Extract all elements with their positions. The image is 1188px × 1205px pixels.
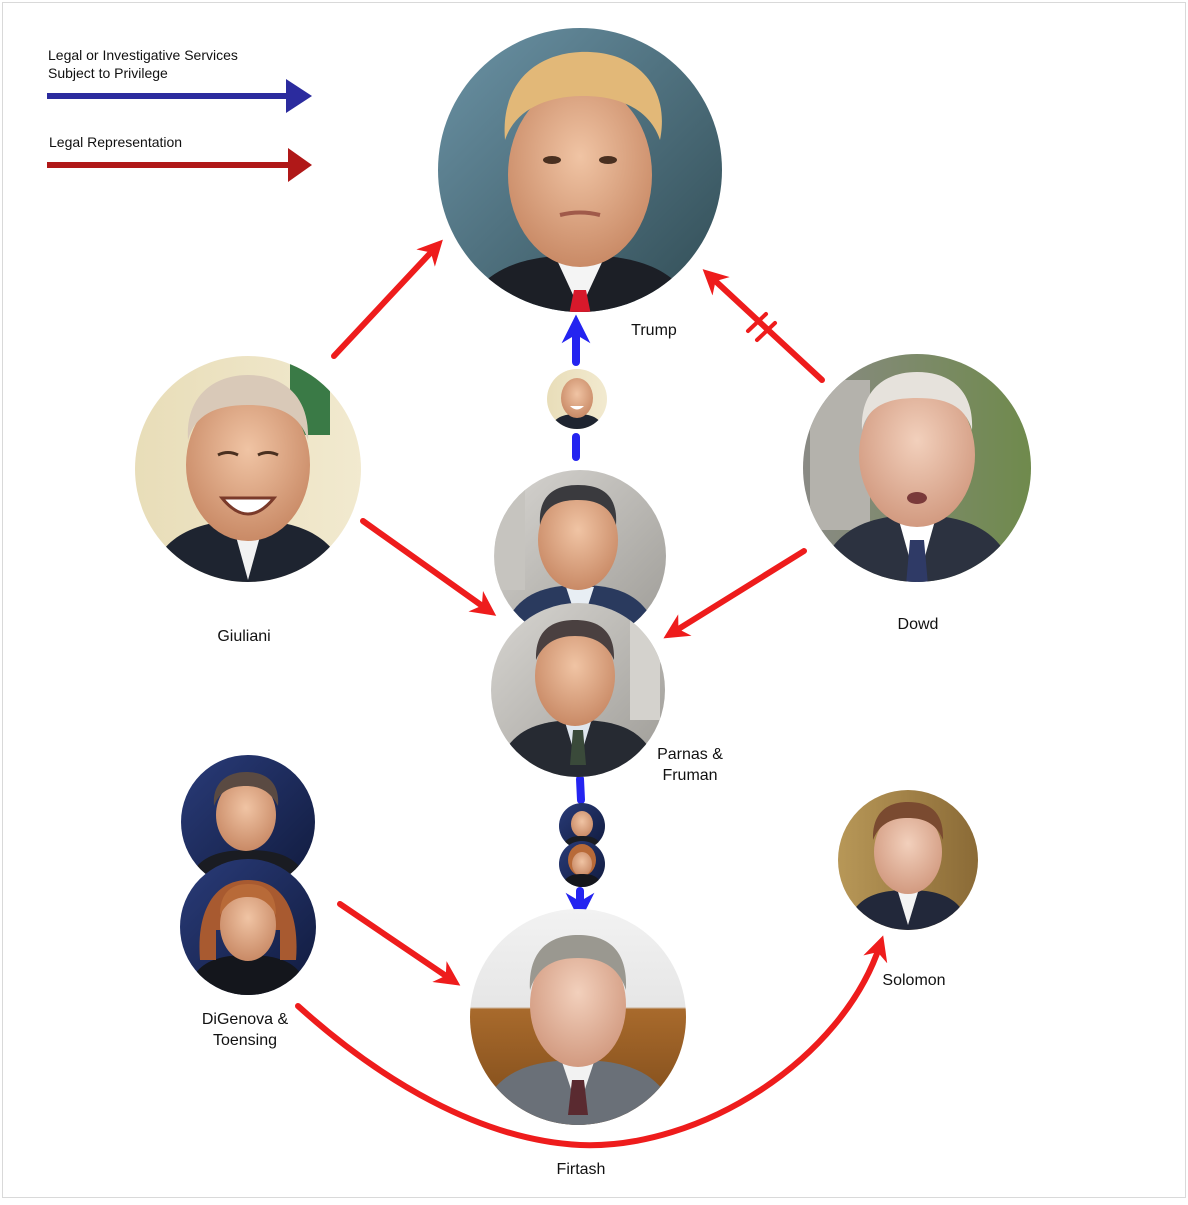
label-firtash: Firtash	[556, 1161, 606, 1178]
arrow-giuliani-to-parnas	[360, 518, 497, 616]
arrow-giuliani-to-trump	[331, 239, 443, 359]
legend-representation-label: Legal Representation	[49, 133, 182, 151]
terminated-marks	[746, 312, 777, 342]
toensing-portrait	[180, 859, 316, 995]
label-dowd: Dowd	[897, 616, 939, 633]
arrow-digenova-to-solomon	[295, 935, 888, 1149]
label-solomon: Solomon	[882, 972, 946, 989]
legend-privilege-line1: Legal or Investigative Services	[48, 47, 238, 63]
label-digenova-toensing: DiGenova & Toensing	[185, 1009, 305, 1051]
legend-privilege-line2: Subject to Privilege	[48, 65, 168, 81]
legend-privilege-label: Legal or Investigative Services Subject …	[48, 46, 238, 82]
label-parnas-line1: Parnas &	[657, 746, 723, 763]
legend-privilege-arrow	[47, 79, 312, 113]
firtash-portrait	[470, 909, 686, 1125]
arrow-fruman-to-mini-dt	[576, 775, 585, 804]
arrow-dowd-to-trump	[702, 269, 825, 383]
arrow-dowd-to-parnas	[663, 548, 807, 639]
label-parnas-line2: Fruman	[662, 767, 718, 784]
label-trump: Trump	[631, 322, 677, 339]
label-parnas-fruman: Parnas & Fruman	[640, 744, 740, 786]
arrow-digenova-to-firtash	[337, 901, 461, 986]
solomon-portrait	[838, 790, 978, 930]
dowd-portrait	[803, 354, 1031, 582]
legend-representation-text: Legal Representation	[49, 134, 183, 150]
legend-representation-arrow	[47, 148, 312, 182]
mini-giuliani-portrait	[547, 369, 607, 429]
giuliani-portrait	[135, 356, 361, 582]
label-digenova-line2: Toensing	[212, 1032, 278, 1049]
mini-toensing-portrait	[559, 841, 605, 887]
label-giuliani: Giuliani	[217, 628, 271, 645]
trump-portrait	[438, 28, 722, 312]
label-digenova-line1: DiGenova &	[201, 1011, 289, 1028]
